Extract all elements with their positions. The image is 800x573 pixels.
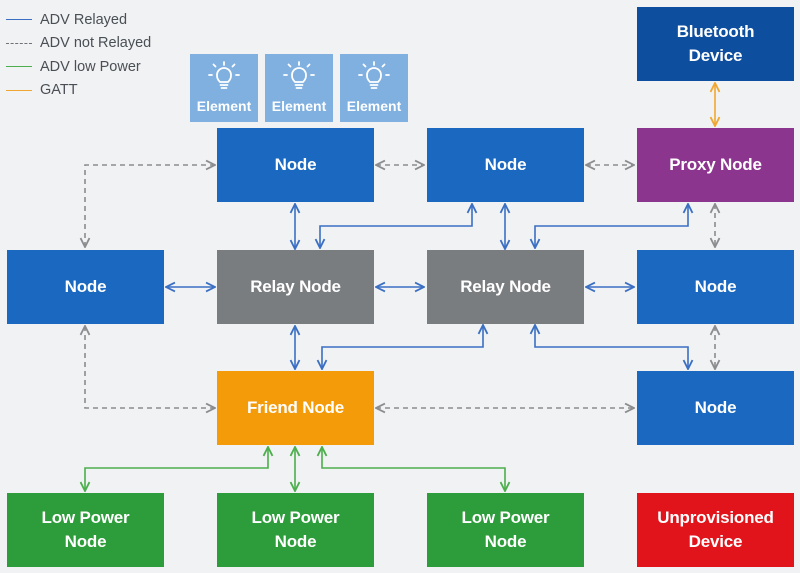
- node-label: Unprovisioned Device: [657, 508, 774, 551]
- node-label: Proxy Node: [669, 155, 762, 174]
- bluetooth-device: Bluetooth Device: [637, 7, 794, 81]
- node-label: Node: [694, 277, 737, 296]
- proxy-node: Proxy Node: [637, 128, 794, 202]
- legend: ADV Relayed ADV not Relayed ADV low Powe…: [6, 8, 151, 102]
- node-label: Relay Node: [250, 277, 341, 296]
- edge-friend-low-power-3: [322, 447, 505, 491]
- legend-item-adv-low-power: ADV low Power: [6, 55, 151, 79]
- lightbulb-icon: [208, 61, 240, 89]
- node-label: Node: [64, 277, 107, 296]
- low-power-node-3: Low Power Node: [427, 493, 584, 567]
- relay-node-1: Relay Node: [217, 250, 374, 324]
- friend-node: Friend Node: [217, 371, 374, 445]
- node-label: Friend Node: [247, 398, 344, 417]
- edge-relay2-proxy: [535, 204, 688, 248]
- node-top-1: Node: [217, 128, 374, 202]
- legend-label: ADV low Power: [40, 58, 141, 75]
- unprovisioned-device: Unprovisioned Device: [637, 493, 794, 567]
- relay-node-2: Relay Node: [427, 250, 584, 324]
- element-box: Element: [265, 54, 333, 122]
- edge-relay1-node-top2: [320, 204, 472, 248]
- lightbulb-icon: [358, 61, 390, 89]
- legend-item-gatt: GATT: [6, 79, 151, 103]
- node-right-low: Node: [637, 371, 794, 445]
- edge-node-left-friend: [85, 326, 215, 408]
- legend-label: ADV Relayed: [40, 11, 128, 28]
- node-label: Low Power Node: [41, 508, 130, 551]
- element-box: Element: [340, 54, 408, 122]
- node-right-mid: Node: [637, 250, 794, 324]
- lightbulb-icon: [283, 61, 315, 89]
- element-label: Element: [196, 98, 252, 114]
- low-power-node-1: Low Power Node: [7, 493, 164, 567]
- edge-node-top1-node-left: [85, 165, 215, 247]
- legend-label: GATT: [40, 82, 78, 99]
- edge-relay2-node-right-low: [535, 325, 688, 369]
- node-left: Node: [7, 250, 164, 324]
- legend-item-adv-relayed: ADV Relayed: [6, 8, 151, 32]
- node-label: Low Power Node: [251, 508, 340, 551]
- node-label: Node: [484, 155, 527, 174]
- node-label: Bluetooth Device: [676, 22, 755, 65]
- node-top-2: Node: [427, 128, 584, 202]
- legend-swatch-solid-orange: [6, 89, 32, 91]
- element-box: Element: [190, 54, 258, 122]
- low-power-node-2: Low Power Node: [217, 493, 374, 567]
- node-label: Low Power Node: [461, 508, 550, 551]
- legend-swatch-solid-green: [6, 66, 32, 68]
- node-label: Relay Node: [460, 277, 551, 296]
- legend-swatch-solid-blue: [6, 19, 32, 21]
- node-label: Node: [694, 398, 737, 417]
- legend-item-adv-not-relayed: ADV not Relayed: [6, 32, 151, 56]
- edge-relay2-friend: [322, 325, 483, 369]
- element-label: Element: [346, 98, 402, 114]
- edge-friend-low-power-1: [85, 447, 268, 491]
- legend-swatch-dashed-gray: [6, 42, 32, 44]
- element-label: Element: [271, 98, 327, 114]
- node-label: Node: [274, 155, 317, 174]
- legend-label: ADV not Relayed: [40, 35, 152, 52]
